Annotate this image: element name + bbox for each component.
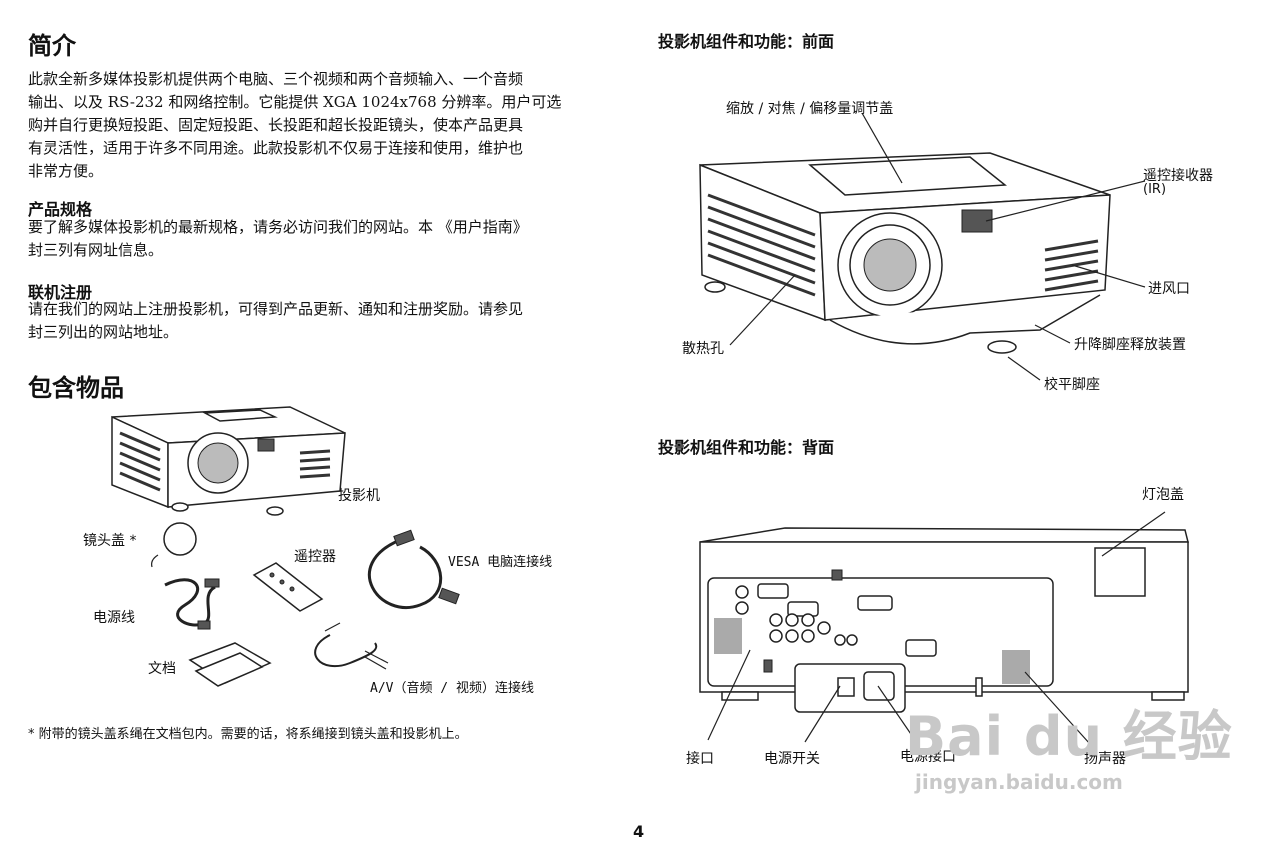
power-cord-drawing [164,578,216,627]
specs-line: 封三列有网址信息。 [28,241,164,259]
intro-line: 输出、以及 RS-232 和网络控制。它能提供 XGA 1024x768 分辨率… [28,93,562,111]
label-av-cable: A/V（音频 / 视频）连接线 [370,681,534,696]
register-line: 封三列出的网站地址。 [28,323,179,341]
label-ir-receiver: 遥控接收器 [1143,168,1213,184]
specs-paragraph: 要了解多媒体投影机的最新规格，请务必访问我们的网站。本 《用户指南》 封三列有网… [28,216,628,262]
specs-line: 要了解多媒体投影机的最新规格，请务必访问我们的网站。本 《用户指南》 [28,218,528,236]
label-ir: (IR) [1143,182,1167,197]
lens-cap-drawing [163,522,197,556]
rear-title: 投影机组件和功能：背面 [658,438,835,457]
front-diagram [699,112,1146,381]
label-zoom-cover: 缩放 / 对焦 / 偏移量调节盖 [726,101,894,117]
intro-paragraph: 此款全新多媒体投影机提供两个电脑、三个视频和两个音频输入、一个音频 输出、以及 … [28,68,628,183]
contents-title: 包含物品 [28,374,124,402]
contents-illustration [111,406,460,687]
label-speaker: 扬声器 [1084,751,1126,767]
intro-title: 简介 [28,32,76,60]
intro-line: 此款全新多媒体投影机提供两个电脑、三个视频和两个音频输入、一个音频 [28,70,524,88]
label-power-switch: 电源开关 [764,751,820,767]
rear-diagram [699,511,1189,745]
small-projector-drawing [111,406,346,516]
register-paragraph: 请在我们的网站上注册投影机，可得到产品更新、通知和注册奖励。请参见 封三列出的网… [28,298,628,344]
label-level-foot: 校平脚座 [1044,377,1100,393]
label-power-connector: 电源接口 [900,749,956,765]
vesa-cable-drawing [367,538,443,609]
baidu-watermark: Bai du 经验 [905,705,1233,768]
label-vesa-cable: VESA 电脑连接线 [448,555,553,570]
label-connectors: 接口 [686,751,714,767]
label-release: 升降脚座释放装置 [1074,337,1186,353]
intro-line: 购并自行更换短投距、固定短投距、长投距和超长投距镜头，使本产品更具 [28,116,524,134]
label-projector: 投影机 [338,488,380,504]
front-title: 投影机组件和功能：前面 [658,32,835,51]
intro-line: 有灵活性，适用于许多不同用途。此款投影机不仅易于连接和使用，维护也 [28,139,524,157]
baidu-watermark-url: jingyan.baidu.com [915,770,1123,794]
intro-line: 非常方便。 [28,162,104,180]
label-air-intake: 进风口 [1148,281,1190,297]
label-vents: 散热孔 [682,341,724,357]
label-docs: 文档 [148,661,176,677]
page-number: 4 [633,822,645,841]
remote-drawing [252,562,324,612]
label-lamp-cover: 灯泡盖 [1142,487,1184,503]
register-title: 联机注册 [28,283,93,302]
label-lens-cap: 镜头盖 * [83,533,137,549]
av-cable-drawing [314,634,378,668]
register-line: 请在我们的网站上注册投影机，可得到产品更新、通知和注册奖励。请参见 [28,300,524,318]
label-remote: 遥控器 [294,549,336,565]
footnote: * 附带的镜头盖系绳在文档包内。需要的话，将系绳接到镜头盖和投影机上。 [28,727,468,742]
label-power-cord: 电源线 [93,610,135,626]
specs-title: 产品规格 [28,200,93,219]
